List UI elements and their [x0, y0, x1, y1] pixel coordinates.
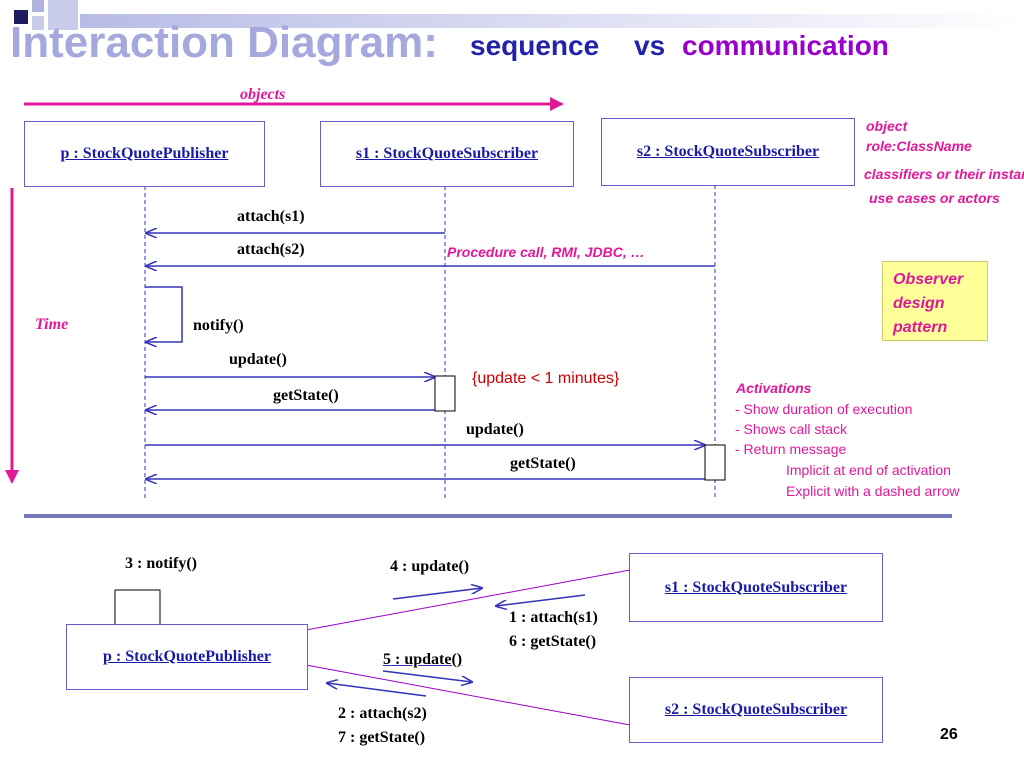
usecases-note: use cases or actors	[869, 190, 1000, 206]
corner-square-light	[32, 16, 44, 30]
activation-s2	[704, 444, 726, 481]
activations-line-1: - Show duration of execution	[735, 401, 913, 417]
comm-notify-label: 3 : notify()	[125, 555, 197, 572]
activations-line-3: - Return message	[735, 441, 847, 457]
comm-object-s1: s1 : StockQuoteSubscriber	[629, 553, 883, 622]
page-title: Interaction Diagram:	[10, 18, 438, 67]
object-role-note-2: role:ClassName	[866, 138, 972, 154]
self-link-loop	[114, 589, 161, 624]
comm-object-p-label: p : StockQuotePublisher	[102, 648, 271, 665]
comm-attach-s1-arrow	[496, 594, 586, 606]
activations-line-5: Explicit with a dashed arrow	[786, 483, 960, 499]
corner-square-light	[48, 0, 78, 30]
page-number: 26	[940, 726, 958, 743]
seq-object-s2-label: s2 : StockQuoteSubscriber	[636, 143, 820, 160]
msg-notify-label: notify()	[193, 317, 244, 334]
title-underline-gradient	[80, 14, 1024, 28]
comm-object-s1-label: s1 : StockQuoteSubscriber	[664, 578, 848, 596]
comm-attach-s1-label: 1 : attach(s1)	[509, 609, 598, 626]
observer-line-3: pattern	[893, 319, 948, 336]
seq-object-p-label: p : StockQuotePublisher	[60, 145, 229, 162]
title-communication: communication	[682, 30, 889, 61]
classifiers-note: classifiers or their instances	[864, 166, 1024, 182]
timing-constraint: {update < 1 minutes}	[472, 370, 620, 387]
link-p-s1	[305, 569, 631, 631]
comm-attach-s2-label: 2 : attach(s2)	[338, 705, 427, 722]
msg-attach-s1-label: attach(s1)	[237, 208, 305, 225]
comm-update4-arrow	[392, 588, 482, 600]
corner-square-light	[32, 0, 44, 12]
corner-square-dark	[14, 10, 28, 24]
activation-s1	[434, 375, 456, 412]
link-p-s2	[305, 664, 631, 726]
seq-object-p: p : StockQuotePublisher	[24, 121, 265, 187]
activations-title: Activations	[736, 380, 812, 396]
comm-update4-label: 4 : update()	[390, 558, 470, 575]
object-role-note-1: object	[866, 118, 908, 134]
comm-getstate6-label: 6 : getState()	[509, 633, 597, 650]
observer-line-1: Observer	[893, 271, 964, 288]
comm-object-p: p : StockQuotePublisher	[66, 624, 308, 690]
title-sequence: sequence	[470, 30, 600, 61]
procedure-call-note: Procedure call, RMI, JDBC, …	[447, 244, 645, 260]
msg-notify-arrow	[145, 286, 183, 342]
msg-getstate-s2-label: getState()	[510, 455, 576, 472]
seq-object-s1: s1 : StockQuoteSubscriber	[320, 121, 574, 187]
seq-object-s1-label: s1 : StockQuoteSubscriber	[355, 145, 539, 162]
activations-line-4: Implicit at end of activation	[786, 462, 951, 478]
comm-update5-label: 5 : update()	[383, 651, 463, 668]
msg-getstate-s1-label: getState()	[273, 387, 339, 404]
objects-label: objects	[240, 86, 286, 103]
activations-line-2: - Shows call stack	[735, 421, 848, 437]
comm-object-s2: s2 : StockQuoteSubscriber	[629, 677, 883, 743]
msg-attach-s2-label: attach(s2)	[237, 241, 305, 258]
msg-update-s1-label: update()	[229, 351, 287, 368]
comm-attach-s2-arrow	[327, 683, 427, 697]
comm-object-s2-label: s2 : StockQuoteSubscriber	[664, 701, 848, 718]
title-vs: vs	[634, 30, 666, 61]
observer-line-2: design	[893, 295, 945, 312]
comm-getstate7-label: 7 : getState()	[338, 729, 426, 746]
seq-object-s2: s2 : StockQuoteSubscriber	[601, 118, 855, 186]
time-label: Time	[35, 316, 69, 333]
observer-pattern-note: Observer design pattern	[882, 261, 988, 341]
msg-update-s2-label: update()	[466, 421, 524, 438]
comm-update5-arrow	[382, 670, 472, 682]
